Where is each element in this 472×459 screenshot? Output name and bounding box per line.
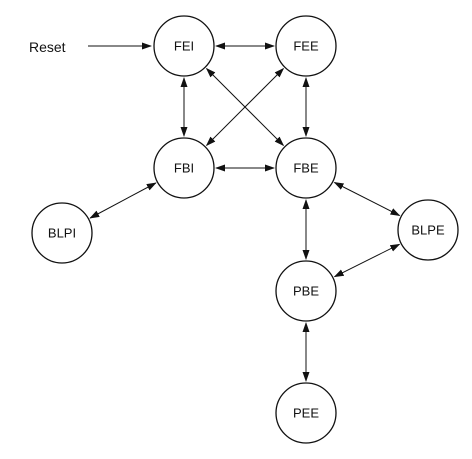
node-blpi-circle [31,202,93,264]
node-pee-circle [275,382,337,444]
nodes-layer: FEI FEE FBI FBE BLPI BLPE PBE PEE [31,15,459,444]
node-blpe-label: BLPE [411,223,445,238]
node-pee-label: PEE [293,406,319,421]
node-fbe-circle [275,137,337,199]
node-fei: FEI [153,15,215,77]
node-fbe-label: FBE [293,161,319,176]
node-fbi-circle [153,137,215,199]
node-fbi: FBI [153,137,215,199]
edge-fbe-blpe [333,182,401,216]
node-blpe-circle [397,199,459,261]
node-fee-label: FEE [293,39,319,54]
node-fei-label: FEI [174,39,194,54]
node-fei-circle [153,15,215,77]
node-blpi-label: BLPI [48,226,76,241]
node-pbe-circle [275,260,337,322]
edge-blpe-pbe [333,243,401,278]
node-blpe: BLPE [397,199,459,261]
edge-fee-fbi [205,67,285,147]
node-blpi: BLPI [31,202,93,264]
edge-blpi-fbi [89,182,157,219]
node-pbe-label: PBE [293,284,319,299]
node-fee-circle [275,15,337,77]
reset-label: Reset [29,39,66,55]
node-fbi-label: FBI [174,161,194,176]
node-fbe: FBE [275,137,337,199]
node-pee: PEE [275,382,337,444]
node-fee: FEE [275,15,337,77]
node-pbe: PBE [275,260,337,322]
edges-layer [89,42,401,382]
